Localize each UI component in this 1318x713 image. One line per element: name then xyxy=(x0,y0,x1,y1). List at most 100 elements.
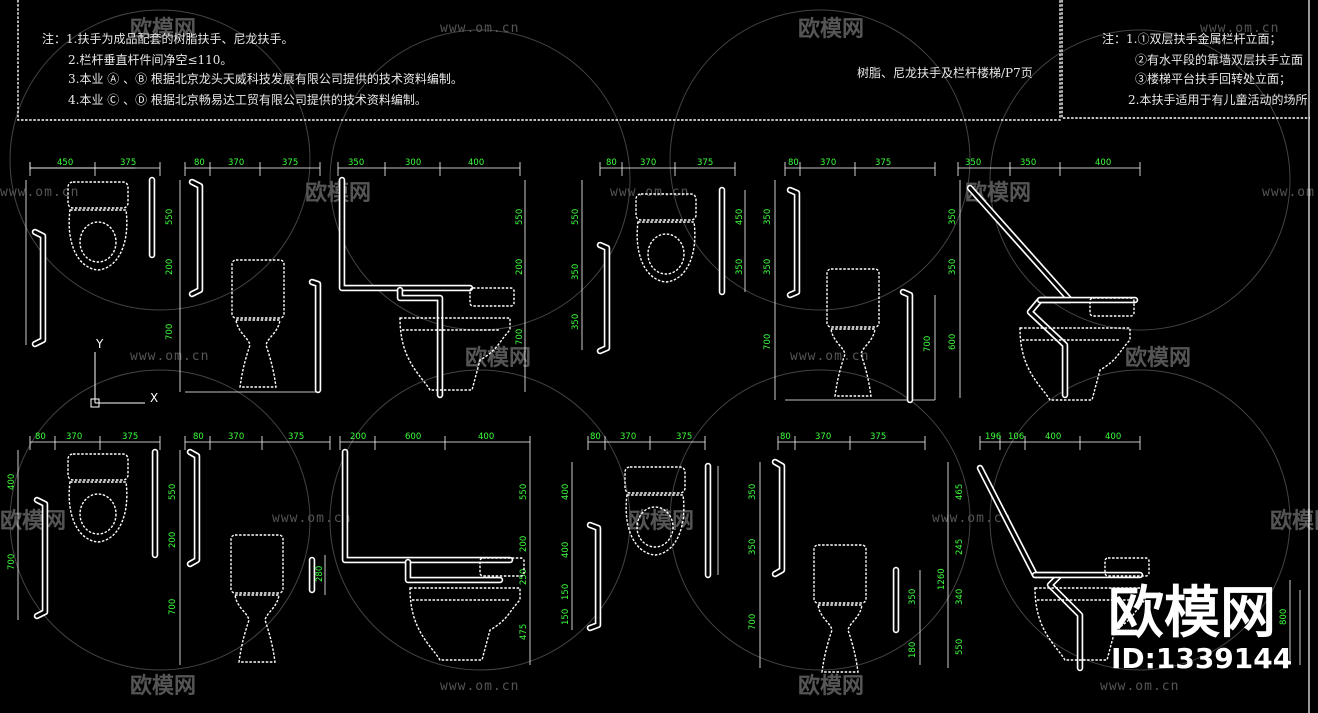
ucs-axis-icon: Y X xyxy=(90,337,158,408)
axis-y-label: Y xyxy=(95,337,104,351)
watermark-layer: 欧模网 欧模网 欧模网 欧模网 欧模网 欧模网 欧模网 欧模网 欧模网 欧模网 … xyxy=(0,9,1318,699)
dimension-label: 400 xyxy=(1095,158,1111,168)
dimension-label: 600 xyxy=(405,432,421,442)
dimension-label: 550 xyxy=(519,484,529,500)
dimension-label: 350 xyxy=(571,264,581,280)
dimension-label: 375 xyxy=(870,432,886,442)
plan-view-c: 80 370 375 400 700 xyxy=(7,432,161,620)
front-view-a: 80 370 375 550 200 700 xyxy=(165,158,322,394)
watermark-brand: 欧模网 xyxy=(1270,508,1318,534)
watermark-brand: 欧模网 xyxy=(130,16,196,42)
note-line: ②有水平段的靠墙双层扶手立面 xyxy=(1135,52,1303,67)
dimension-label: 106 xyxy=(1008,432,1024,442)
dimension-label: 200 xyxy=(165,259,175,275)
watermark-brand: 欧模网 xyxy=(798,673,864,699)
dimension-label: 350 xyxy=(748,539,758,555)
dimension-label: 700 xyxy=(515,329,525,345)
dimension-label: 375 xyxy=(697,158,713,168)
watermark-url: www.om.cn xyxy=(272,511,351,526)
dimension-label: 700 xyxy=(923,336,933,352)
dimension-label: 375 xyxy=(282,158,298,168)
side-view-a: 350 300 400 550 200 700 xyxy=(337,158,526,399)
dimension-label: 700 xyxy=(7,554,17,570)
watermark-url: www.om.cn xyxy=(1200,21,1279,36)
title-block xyxy=(17,0,1310,713)
dimension-label: 350 xyxy=(571,314,581,330)
dimension-label: 80 xyxy=(788,158,799,168)
dimension-label: 200 xyxy=(515,259,525,275)
dimension-label: 150 xyxy=(561,609,571,625)
dimension-label: 550 xyxy=(515,209,525,225)
dimension-label: 200 xyxy=(168,532,178,548)
side-view-d: 196 106 400 400 465 245 1260 340 550 xyxy=(937,432,1150,672)
side-view-c: 200 600 400 550 200 250 475 xyxy=(339,432,531,665)
plan-view-a: 450 375 xyxy=(25,158,161,348)
note-line: 2.栏杆垂直杆件间净空≤110。 xyxy=(68,52,232,67)
dimension-label: 450 xyxy=(735,209,745,225)
watermark-url: www.om.cn xyxy=(130,349,209,364)
dimension-label: 400 xyxy=(7,474,17,490)
dimension-label: 350 xyxy=(748,484,758,500)
dimension-label: 280 xyxy=(315,566,325,582)
dimension-label: 80 xyxy=(35,432,46,442)
page-caption: 树脂、尼龙扶手及栏杆楼梯/P7页 xyxy=(857,65,1033,80)
dimension-label: 80 xyxy=(194,158,205,168)
front-view-d: 80 370 375 350 350 700 350 180 xyxy=(748,432,926,673)
note-line: 注：1.扶手为成品配套的树脂扶手、尼龙扶手。 xyxy=(42,31,293,46)
watermark-brand: 欧模网 xyxy=(465,345,531,371)
watermark-brand: 欧模网 xyxy=(0,508,66,534)
dimension-label: 200 xyxy=(350,432,366,442)
dimension-label: 350 xyxy=(948,209,958,225)
brand-name: 欧模网 xyxy=(1108,581,1276,646)
dimension-label: 350 xyxy=(348,158,364,168)
watermark-url: www.om.cn xyxy=(440,679,519,694)
dimension-label: 400 xyxy=(468,158,484,168)
plan-view-d: 80 370 375 400 400 150 150 xyxy=(561,432,719,632)
dimension-label: 370 xyxy=(228,432,244,442)
watermark-brand: 欧模网 xyxy=(305,180,371,206)
watermark-brand: 欧模网 xyxy=(1125,345,1191,371)
dimension-label: 150 xyxy=(561,584,571,600)
dimension-label: 250 xyxy=(519,569,529,585)
dimension-label: 370 xyxy=(620,432,636,442)
dimension-label: 80 xyxy=(590,432,601,442)
dimension-label: 370 xyxy=(820,158,836,168)
dimension-label: 400 xyxy=(561,484,571,500)
dimension-label: 350 xyxy=(948,259,958,275)
dimension-label: 80 xyxy=(780,432,791,442)
dimension-label: 350 xyxy=(908,589,918,605)
dimension-label: 196 xyxy=(985,432,1001,442)
watermark-url: www.om.cn xyxy=(0,185,79,200)
dimension-label: 375 xyxy=(122,432,138,442)
dimension-label: 80 xyxy=(606,158,617,168)
dimension-label: 200 xyxy=(519,536,529,552)
dimension-label: 800 xyxy=(1279,609,1289,625)
dimension-label: 350 xyxy=(1020,158,1036,168)
dimension-label: 400 xyxy=(561,542,571,558)
brand-id: ID:1339144 xyxy=(1111,642,1292,675)
dimension-label: 400 xyxy=(1045,432,1061,442)
dimension-label: 350 xyxy=(763,209,773,225)
watermark-url: www.om.cn xyxy=(1100,679,1179,694)
dimension-label: 465 xyxy=(955,484,965,500)
dimension-label: 370 xyxy=(66,432,82,442)
dimension-label: 370 xyxy=(815,432,831,442)
brand-stamp: 欧模网 ID:1339144 xyxy=(1108,581,1292,675)
dimension-label: 700 xyxy=(165,324,175,340)
dimension-label: 350 xyxy=(965,158,981,168)
dimension-label: 550 xyxy=(165,209,175,225)
partial-drawing-right: 800 xyxy=(1279,580,1301,665)
side-view-b: 350 350 400 350 350 600 xyxy=(948,158,1141,401)
dimension-label: 550 xyxy=(168,484,178,500)
axis-x-label: X xyxy=(150,391,158,405)
dimension-label: 350 xyxy=(763,259,773,275)
watermark-brand: 欧模网 xyxy=(628,508,694,534)
dimension-label: 1260 xyxy=(937,568,947,590)
dimension-label: 350 xyxy=(735,259,745,275)
dimension-label: 180 xyxy=(908,642,918,658)
watermark-url: www.om.cn xyxy=(1262,185,1318,200)
dimension-label: 370 xyxy=(640,158,656,168)
dimension-label: 375 xyxy=(875,158,891,168)
